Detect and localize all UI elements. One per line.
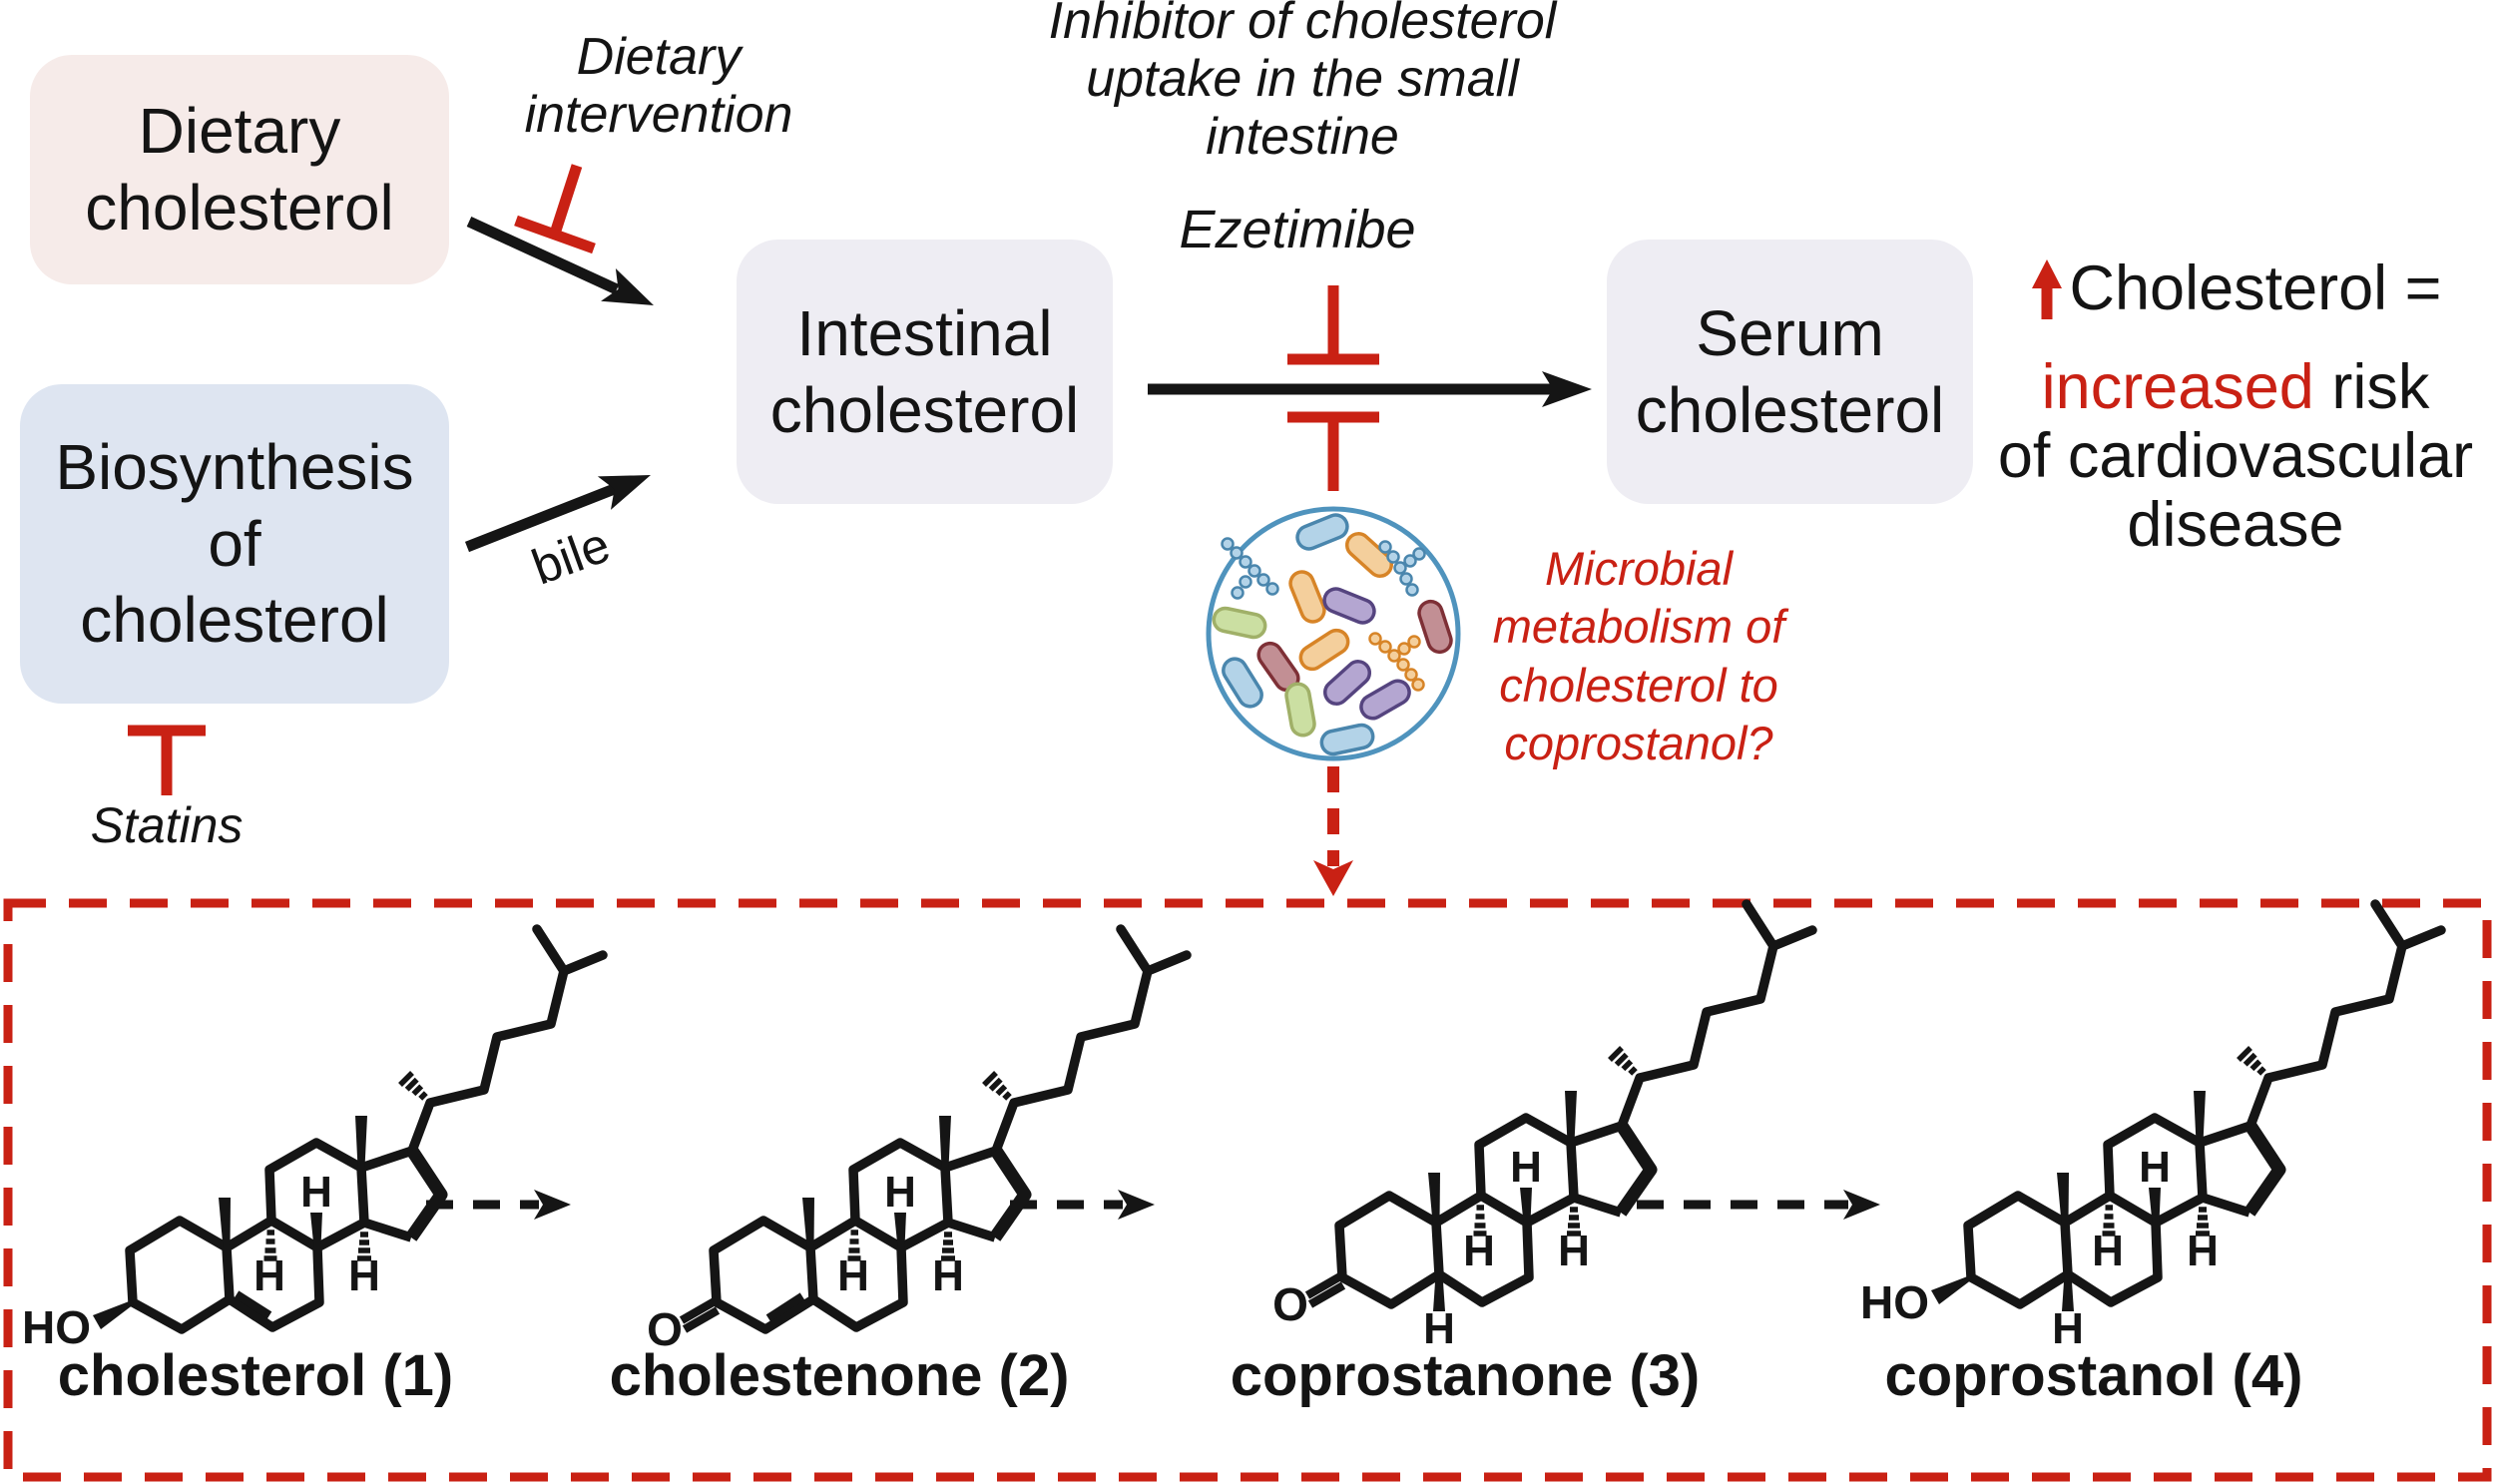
microbe-capsule (1295, 513, 1349, 551)
hydroxyl-label: HO (1860, 1276, 1929, 1328)
microbe-bead-chain (1378, 540, 1426, 597)
dietary-cholesterol-box: Dietary cholesterol (30, 55, 449, 284)
reaction-arrow-2-to-3 (1010, 1190, 1155, 1220)
hydroxyl-label: HO (22, 1301, 91, 1353)
ezetimibe-label: Ezetimibe (1179, 200, 1416, 259)
reaction-arrow-3-to-4 (1637, 1190, 1880, 1220)
ring-hydrogen-label: H (2092, 1227, 2124, 1275)
arrow-biosynthesis-to-intestinal (464, 475, 651, 553)
microbe-cells (1212, 513, 1453, 756)
microbe-bead-chain (1221, 537, 1279, 600)
risk-statement: Cholesterol = increased risk of cardiova… (1991, 254, 2480, 560)
ring-hydrogen-label: H (253, 1251, 285, 1300)
ring-hydrogen-label: H (1463, 1227, 1495, 1275)
statins-label: Statins (90, 797, 244, 853)
microbe-capsule (1322, 587, 1376, 625)
intestinal-cholesterol-box: Intestinal cholesterol (737, 240, 1113, 504)
microbe-capsule (1222, 657, 1263, 709)
risk-increased-word: increased (2041, 352, 2314, 422)
microbe-capsule (1284, 682, 1316, 738)
ring-hydrogen-label: H (2187, 1227, 2219, 1275)
reaction-arrow-1-to-2 (426, 1190, 571, 1220)
ring-hydrogen-label: H (1510, 1143, 1542, 1192)
risk-line2-rest: risk (2313, 352, 2430, 422)
ketone-oxygen-label: O (647, 1303, 683, 1355)
c5-hydrogen-label: H (2052, 1304, 2084, 1353)
structure-label-coprostanone: coprostanone (3) (1230, 1343, 1701, 1408)
microbe-bead-chain (1368, 632, 1425, 692)
risk-line1: Cholesterol = (1991, 254, 2480, 323)
risk-line1-text: Cholesterol = (2069, 253, 2442, 323)
ring-hydrogen-label: H (837, 1251, 869, 1300)
dietary-intervention-label: Dietary intervention (524, 28, 793, 145)
ring-hydrogen-label: H (1558, 1227, 1590, 1275)
microbe-capsule (1417, 599, 1453, 655)
inhibition-tbar-microbial (1287, 411, 1379, 491)
microbiome-circle (1206, 506, 1461, 761)
microbe-capsule (1212, 606, 1267, 640)
arrow-intestinal-to-serum (1148, 371, 1592, 407)
structure-label-coprostanol: coprostanol (4) (1884, 1343, 2303, 1408)
serum-cholesterol-box: Serum cholesterol (1607, 240, 1973, 504)
inhibitor-uptake-label: Inhibitor of cholesterol uptake in the s… (1048, 0, 1557, 167)
arrow-dietary-to-intestinal (466, 217, 654, 305)
biosynthesis-box: Biosynthesis of cholesterol (20, 384, 449, 704)
c5-hydrogen-label: H (1423, 1304, 1455, 1353)
risk-line4: disease (2127, 490, 2344, 560)
structure-label-cholestenone: cholestenone (2) (609, 1343, 1070, 1408)
microbe-capsule (1322, 660, 1372, 706)
microbial-metabolism-question: Microbial metabolism of cholesterol to c… (1492, 542, 1785, 769)
metabolites-panel-border (3, 898, 2492, 1482)
ring-hydrogen-label: H (2139, 1143, 2171, 1192)
structure-label-cholesterol: cholesterol (1) (57, 1343, 454, 1408)
microbe-capsule (1359, 679, 1411, 721)
ring-hydrogen-label: H (300, 1168, 332, 1217)
inhibition-tbar-ezetimibe (1287, 285, 1379, 365)
dashed-arrow-microbial-to-panel (1313, 766, 1353, 896)
microbe-capsule (1319, 723, 1375, 756)
microbe-capsule (1288, 570, 1326, 624)
risk-line3: of cardiovascular (1997, 421, 2474, 491)
microbe-capsule (1344, 532, 1394, 578)
ring-hydrogen-label: H (348, 1251, 380, 1300)
ketone-oxygen-label: O (1272, 1278, 1308, 1330)
ring-hydrogen-label: H (932, 1251, 964, 1300)
up-arrow-icon (2031, 258, 2062, 319)
inhibition-tbar-dietary-intervention (514, 164, 596, 254)
microbe-capsule (1298, 628, 1350, 672)
ring-hydrogen-label: H (884, 1168, 916, 1217)
inhibition-tbar-statins (128, 725, 206, 795)
risk-line2: increased risk (1991, 353, 2480, 422)
